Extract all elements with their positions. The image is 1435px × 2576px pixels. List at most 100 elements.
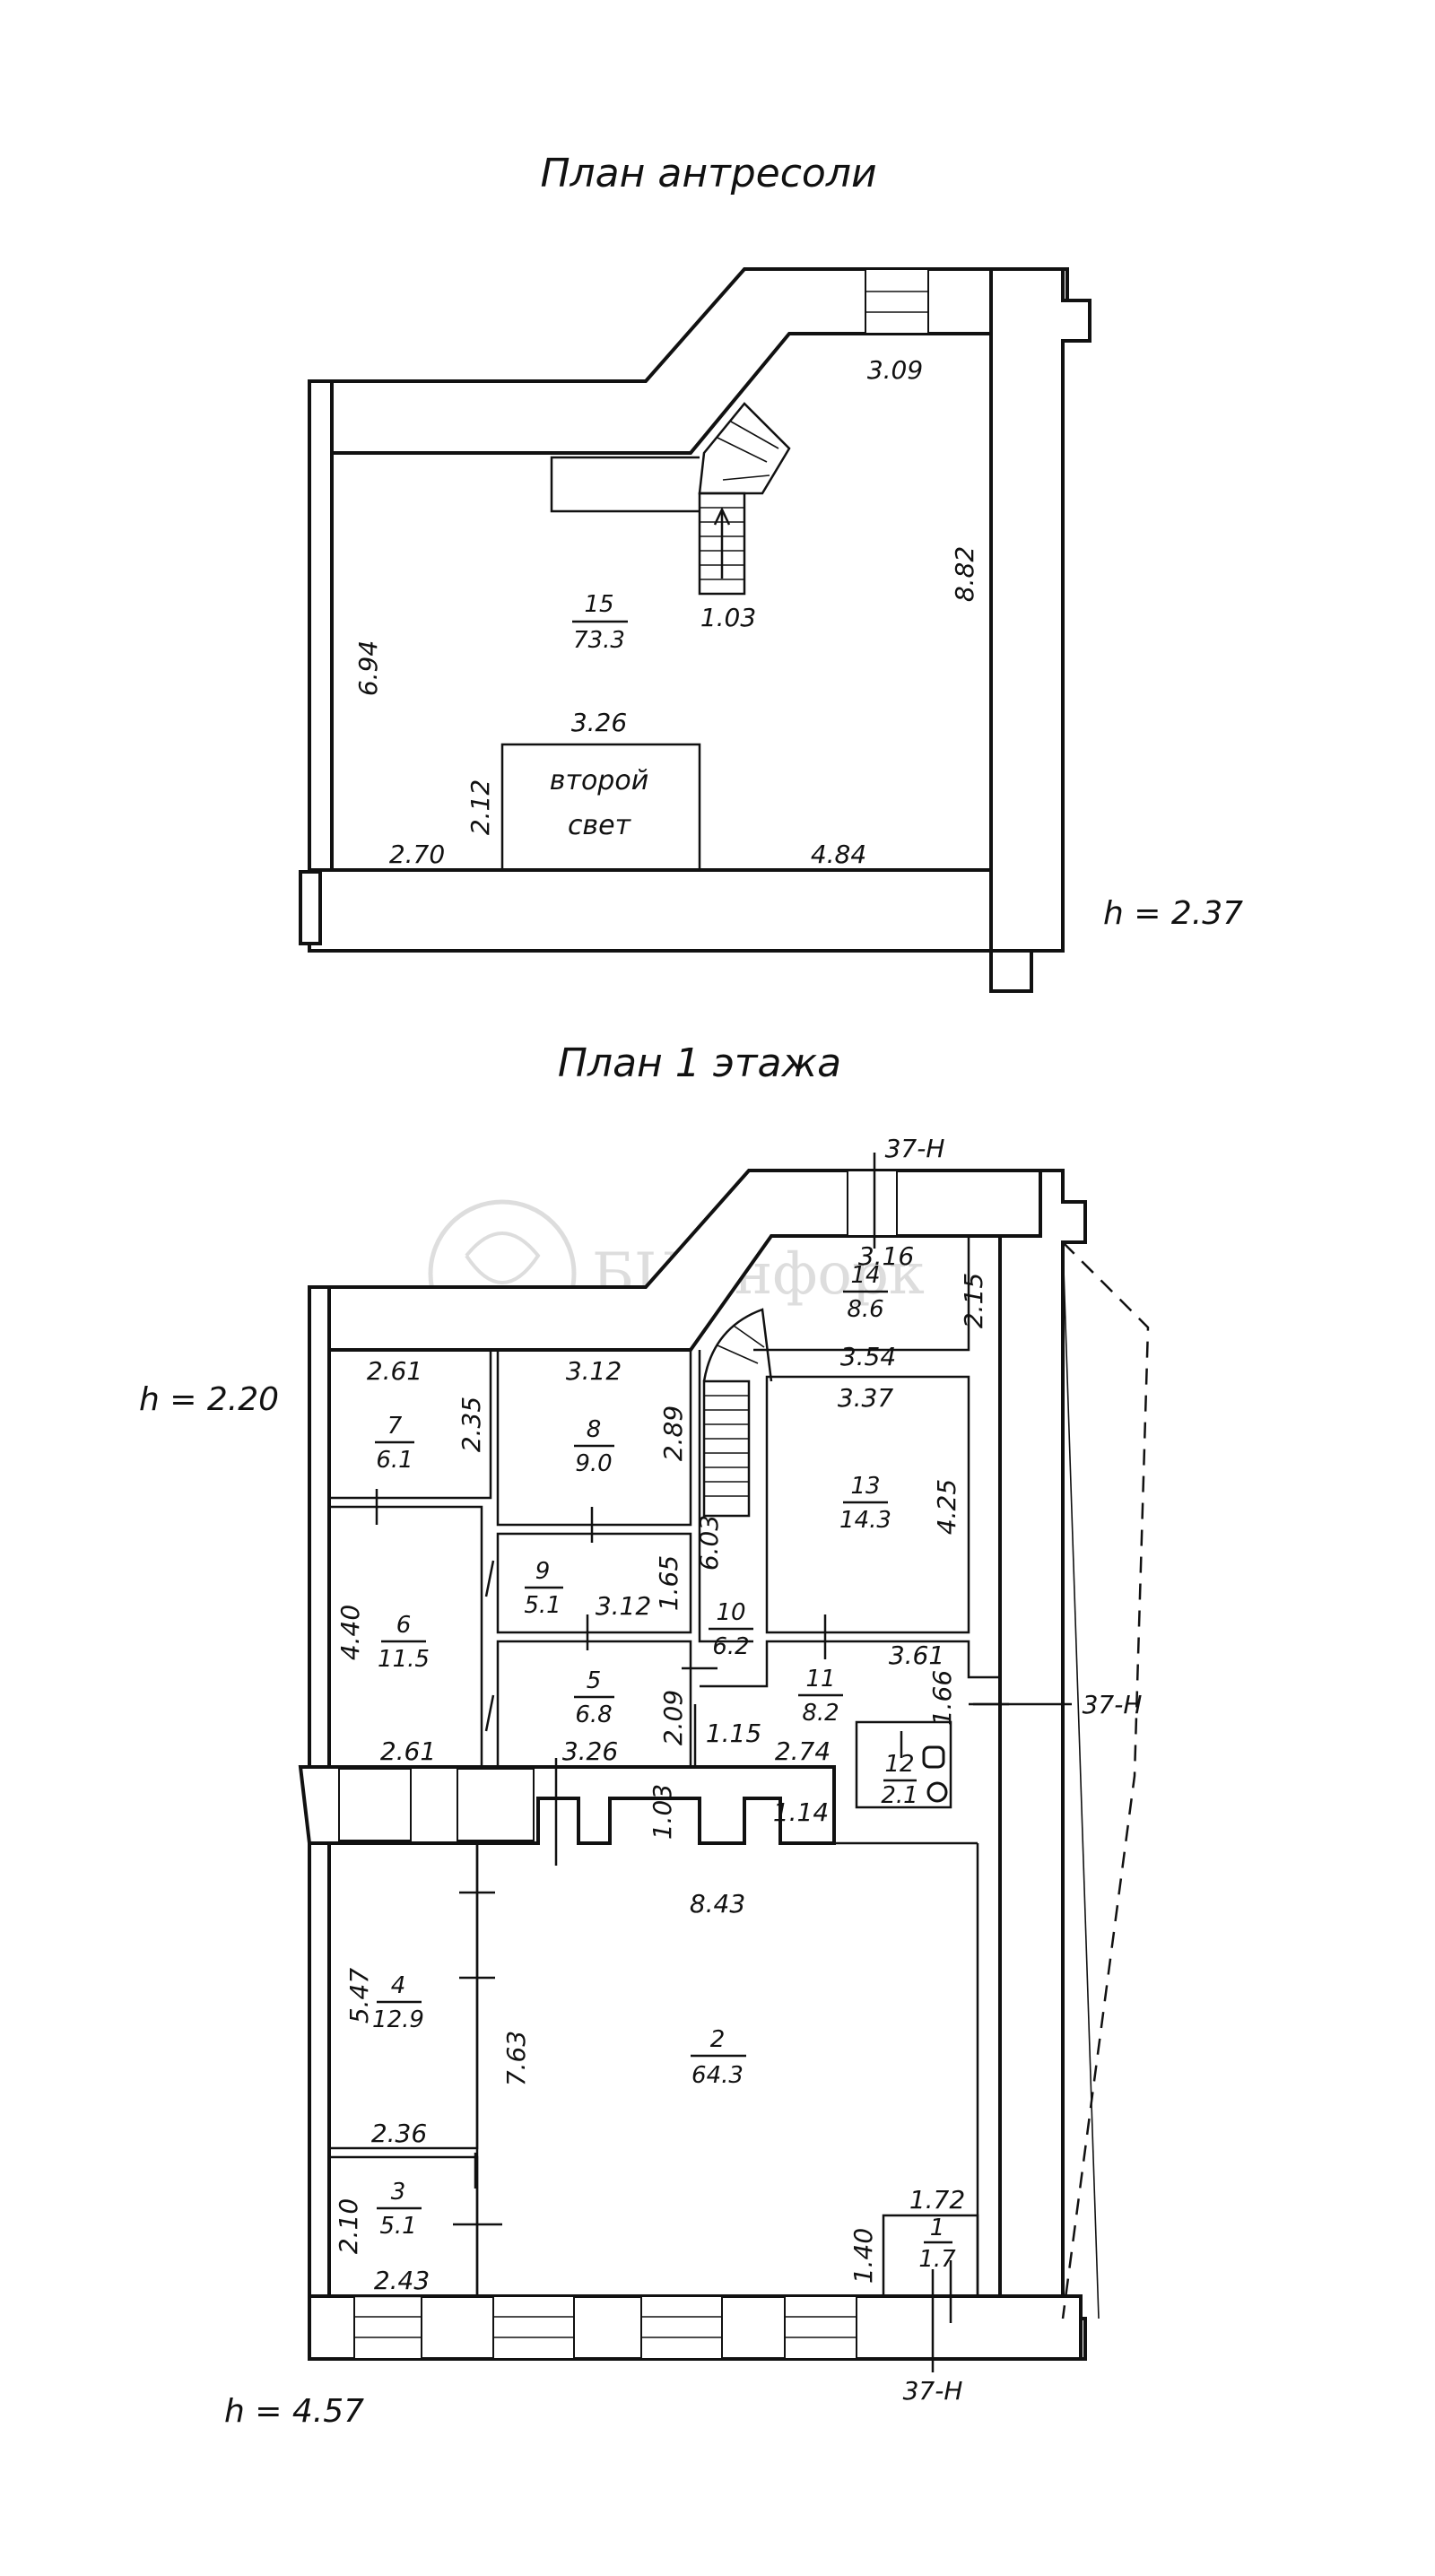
svg-text:12: 12 — [884, 1751, 914, 1778]
dim-label: 3.26 — [562, 1736, 618, 1766]
section-marker-right: 37-Н — [1083, 1690, 1143, 1719]
dim-label: 8.43 — [690, 1889, 745, 1919]
mezzanine-dim-second-light-height: 2.12 — [465, 779, 495, 835]
svg-text:9: 9 — [535, 1558, 551, 1585]
floor1-plan-title: План 1 этажа — [558, 1040, 841, 1086]
mezzanine-dim-top: 3.09 — [867, 355, 923, 385]
mezzanine-room-area: 73.3 — [573, 627, 625, 654]
floor1-bottom-windows — [353, 2295, 857, 2360]
svg-text:12.9: 12.9 — [372, 2006, 424, 2033]
dim-label: 2.74 — [775, 1736, 831, 1766]
section-marker-bottom: 37-Н — [903, 2376, 963, 2406]
svg-text:8: 8 — [587, 1416, 602, 1443]
room-2-label: 2 64.3 — [691, 2026, 746, 2089]
svg-text:10: 10 — [716, 1599, 745, 1626]
dim-label: 1.14 — [773, 1797, 829, 1827]
mezzanine-stair — [550, 402, 791, 596]
dim-label: 1.15 — [706, 1719, 761, 1748]
room-7-label: 7 6.1 — [375, 1413, 414, 1474]
svg-text:64.3: 64.3 — [691, 2062, 744, 2089]
svg-text:6: 6 — [396, 1612, 412, 1639]
mezzanine-dim-bottom-right: 4.84 — [811, 840, 866, 869]
room-10-label: 10 6.2 — [709, 1599, 753, 1660]
floor1-dashed-outline — [1061, 1241, 1150, 2319]
dim-label: 6.03 — [694, 1515, 724, 1571]
room-8-label: 8 9.0 — [574, 1416, 614, 1477]
svg-text:6.1: 6.1 — [376, 1447, 413, 1474]
room-4-label: 4 12.9 — [372, 1972, 424, 2033]
dim-label: 3.61 — [889, 1640, 944, 1670]
room-12-label: 12 2.1 — [881, 1751, 918, 1809]
svg-text:8.6: 8.6 — [847, 1296, 883, 1323]
dim-label: 2.09 — [658, 1690, 688, 1745]
svg-text:5.1: 5.1 — [379, 2213, 416, 2240]
mezzanine-height: h = 2.37 — [1103, 895, 1243, 932]
dim-label: 1.03 — [648, 1784, 677, 1840]
dim-label: 3.54 — [840, 1342, 896, 1371]
dim-label: 2.35 — [457, 1397, 486, 1452]
section-markers: 37-Н 37-Н 37-Н — [873, 1134, 1143, 2406]
mezzanine-window — [865, 268, 929, 335]
svg-text:1.7: 1.7 — [918, 2246, 956, 2273]
room-6-label: 6 11.5 — [378, 1612, 430, 1673]
mezzanine-dim-second-light-width: 3.26 — [571, 708, 627, 737]
floor1-upper-height: h = 2.20 — [139, 1381, 279, 1418]
section-marker-top: 37-Н — [885, 1134, 945, 1163]
floor1-lower-height: h = 4.57 — [224, 2393, 364, 2430]
dim-label: 2.61 — [367, 1356, 422, 1386]
svg-text:11: 11 — [805, 1666, 835, 1693]
mezzanine-bottom-wall — [308, 868, 1033, 993]
dim-label: 4.25 — [932, 1479, 961, 1535]
dim-label: 3.37 — [838, 1383, 894, 1413]
room-14-label: 14 8.6 — [843, 1262, 888, 1323]
svg-text:2.1: 2.1 — [881, 1782, 918, 1809]
svg-text:9.0: 9.0 — [575, 1450, 612, 1477]
dim-label: 3.12 — [596, 1591, 651, 1621]
svg-text:2: 2 — [710, 2026, 726, 2053]
floor1-dimensions: 3.16 2.15 3.54 2.61 2.35 3.12 2.89 3.37 … — [334, 1241, 988, 2295]
svg-text:5: 5 — [587, 1667, 602, 1694]
mezzanine-room-number: 15 — [584, 591, 613, 618]
floor1-partitions — [327, 1236, 1000, 2298]
room-9-label: 9 5.1 — [524, 1558, 563, 1619]
dim-label: 1.66 — [927, 1670, 957, 1726]
dim-label: 2.89 — [658, 1405, 688, 1461]
dim-label: 3.12 — [566, 1356, 622, 1386]
floor1-top-wall — [308, 1169, 1065, 1352]
room-13-label: 13 14.3 — [839, 1473, 891, 1534]
mezzanine-dim-right: 8.82 — [950, 546, 979, 602]
room-3-label: 3 5.1 — [377, 2179, 422, 2240]
dim-label: 1.65 — [654, 1555, 683, 1611]
mezzanine-left-wall — [308, 379, 334, 939]
svg-text:1: 1 — [930, 2215, 945, 2241]
svg-text:5.1: 5.1 — [524, 1592, 561, 1619]
mezzanine-top-wall — [308, 267, 1069, 455]
svg-text:7: 7 — [387, 1413, 403, 1440]
svg-text:14: 14 — [850, 1262, 880, 1289]
mezzanine-dim-stair: 1.03 — [700, 603, 756, 632]
svg-text:11.5: 11.5 — [378, 1646, 430, 1673]
mezzanine-dim-bottom-left: 2.70 — [389, 840, 445, 869]
dim-label: 2.36 — [371, 2119, 427, 2148]
room-1-label: 1 1.7 — [918, 2215, 956, 2273]
svg-text:6.2: 6.2 — [712, 1633, 749, 1660]
svg-text:13: 13 — [850, 1473, 880, 1500]
floor1-middle-wall — [298, 1765, 836, 1845]
room-11-label: 11 8.2 — [798, 1666, 843, 1727]
dim-label: 2.10 — [334, 2198, 363, 2254]
wc-fixtures — [900, 1731, 948, 1803]
dim-label: 1.72 — [909, 2185, 965, 2215]
door-marks — [375, 1489, 1009, 2323]
svg-text:8.2: 8.2 — [802, 1700, 839, 1727]
dim-label: 2.61 — [380, 1736, 436, 1766]
dim-label: 2.43 — [374, 2266, 430, 2295]
room-5-label: 5 6.8 — [574, 1667, 614, 1728]
dim-label: 5.47 — [344, 1968, 374, 2024]
mezzanine-right-wall — [989, 267, 1091, 993]
mezzanine-dim-left: 6.94 — [353, 640, 383, 696]
svg-text:3: 3 — [391, 2179, 406, 2206]
svg-text:14.3: 14.3 — [839, 1507, 891, 1534]
dim-label: 7.63 — [501, 2031, 531, 2086]
floor1-right-wall — [987, 1169, 1087, 2361]
